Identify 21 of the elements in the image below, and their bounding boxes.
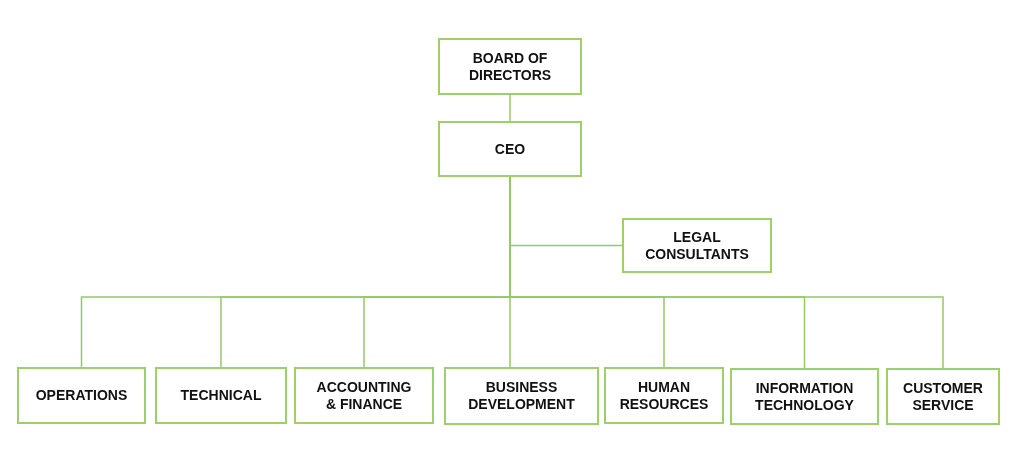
- org-chart-box: [438, 121, 582, 177]
- box-label: OPERATIONS: [35, 387, 128, 404]
- box-label: CEO: [494, 140, 526, 158]
- org-chart-box: [294, 367, 434, 424]
- org-chart-box: [438, 38, 582, 95]
- box-label: INFORMATION TECHNOLOGY: [754, 379, 855, 414]
- box-label: BOARD OF DIRECTORS: [467, 49, 553, 84]
- box-label: ACCOUNTING & FINANCE: [315, 378, 413, 413]
- org-chart-box: [444, 367, 599, 425]
- box-label: TECHNICAL: [180, 387, 262, 404]
- org-chart-box: [886, 368, 1000, 425]
- org-chart-box: [17, 367, 146, 424]
- box-label: BUSINESS DEVELOPMENT: [467, 379, 576, 413]
- box-label: LEGAL CONSULTANTS: [644, 228, 750, 263]
- org-chart-box: [155, 367, 287, 424]
- connector-line: [509, 94, 511, 122]
- box-label: HUMAN RESOURCES: [618, 378, 710, 413]
- org-chart-box: [622, 218, 772, 273]
- org-chart-box: [730, 368, 879, 425]
- org-chart-box: [604, 367, 724, 424]
- box-label: CUSTOMER SERVICE: [902, 379, 984, 414]
